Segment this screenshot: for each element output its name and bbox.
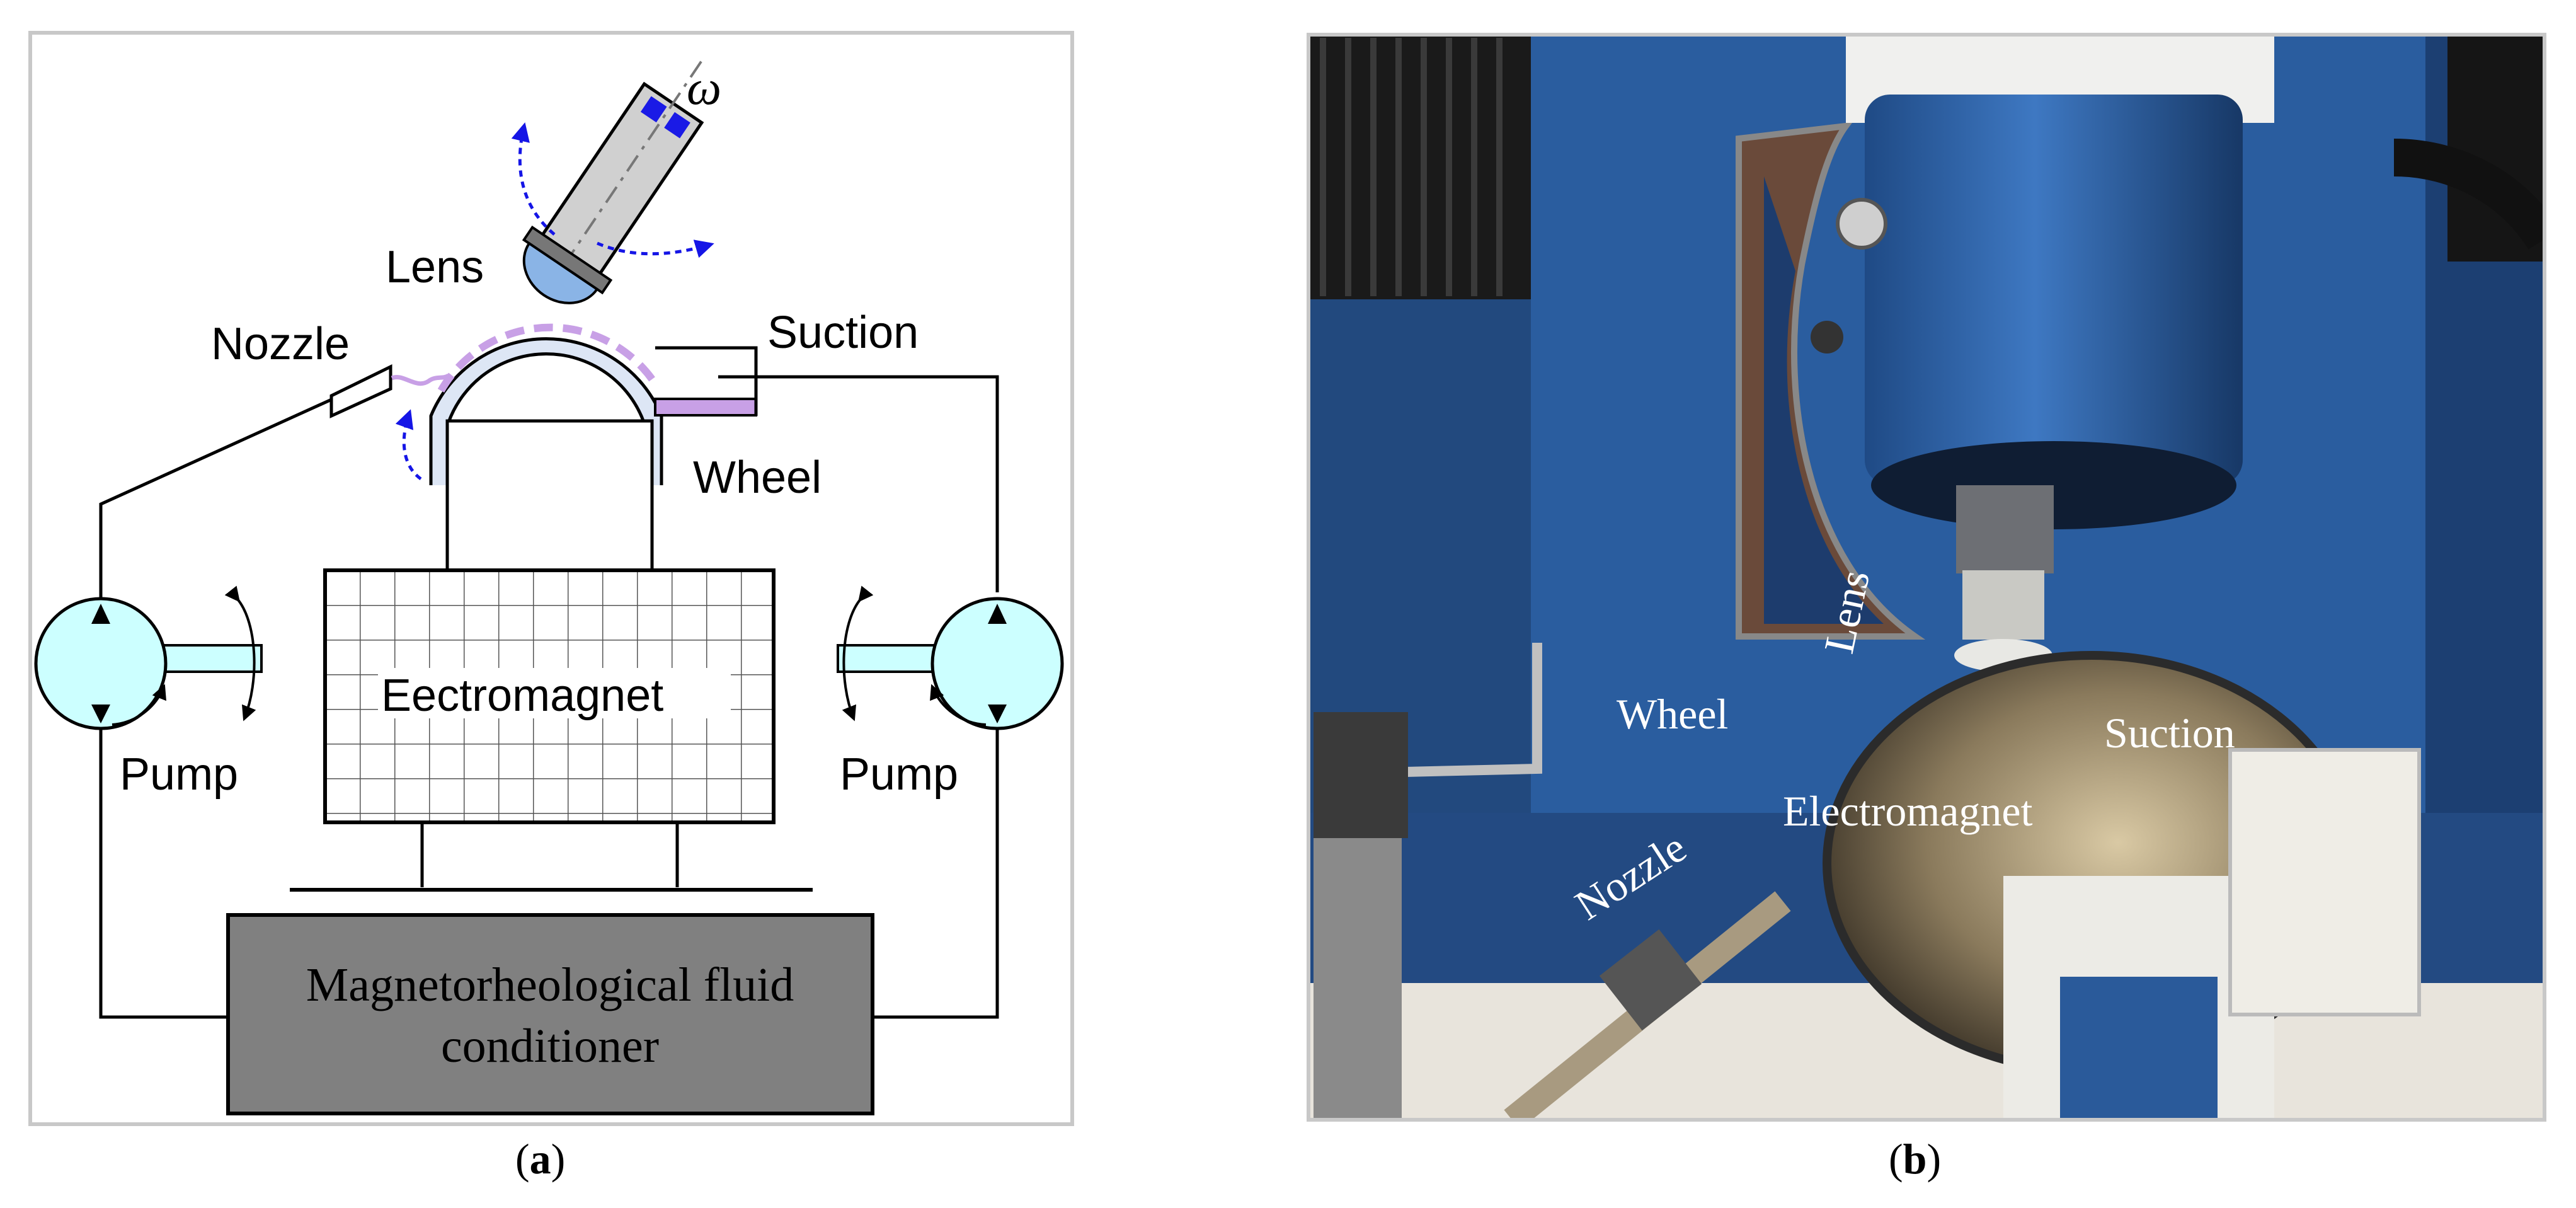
conditioner-label-line1: Magnetorheological fluid: [306, 958, 794, 1011]
pump-right-label: Pump: [840, 749, 958, 800]
photo-label-wheel: Wheel: [1617, 690, 1728, 738]
suction-pad: [654, 398, 757, 417]
wheel-label: Wheel: [693, 452, 821, 503]
panel-a-schematic: ω Lens Nozzle Suction Wheel Eectromagnet…: [28, 31, 1074, 1126]
photo-wheel-guard-inner: [1764, 176, 1884, 624]
electromagnet-label-bg: [378, 668, 731, 718]
fluid-ribbon-left: [391, 373, 450, 386]
pump-left: [34, 585, 263, 730]
lens-label: Lens: [386, 242, 484, 292]
photo-nozzle-clamp: [1599, 929, 1702, 1031]
nozzle-label: Nozzle: [211, 319, 350, 369]
photo-left-post: [1314, 838, 1402, 1120]
photo-spindle-nose: [1956, 485, 2054, 573]
right-feed-line: [873, 718, 999, 1019]
electromagnet-label: Eectromagnet: [381, 670, 663, 721]
conditioner-label-line2: conditioner: [441, 1020, 659, 1073]
photo-label-electromagnet: Electromagnet: [1783, 787, 2033, 835]
photo-label-suction: Suction: [2104, 709, 2235, 757]
pump-left-label: Pump: [120, 749, 238, 800]
wheel-rotation-arrow: [395, 409, 422, 481]
photo-suction-block: [2228, 748, 2421, 1016]
nozzle-shape: [329, 364, 392, 418]
panel-b-frame: [1307, 33, 2546, 1122]
caption-b: (b): [1889, 1135, 1942, 1183]
left-return-line: [99, 718, 228, 1019]
conditioner-box: [226, 913, 874, 1115]
lens-spindle: [522, 60, 704, 304]
caption-a: (a): [515, 1135, 566, 1183]
pump-right: [837, 585, 1064, 730]
rotation-arrow-left: [511, 122, 556, 236]
rotation-arrow-right: [597, 239, 714, 258]
photo-lens-holder: [1962, 570, 2044, 640]
photo-vent-slats: [1320, 38, 1503, 296]
suction-head: [655, 346, 758, 416]
suction-return-line: [718, 375, 999, 592]
suction-label: Suction: [767, 308, 919, 358]
photo-hose: [2393, 139, 2545, 250]
photo-probe-mount: [1314, 712, 1408, 838]
caption-b-letter: b: [1903, 1135, 1927, 1183]
photo-spindle-body: [1865, 95, 2243, 485]
photo-probe: [1404, 643, 1542, 777]
panel-b-photo: Lens Wheel Suction Electromagnet Nozzle: [1307, 33, 2546, 1122]
photo-bolt-1: [1836, 198, 1887, 250]
photo-motor: [2060, 977, 2218, 1120]
fluid-ribbon-on-wheel: [437, 323, 660, 393]
photo-bolt-2: [1811, 321, 1843, 354]
pole-piece: [445, 419, 654, 570]
caption-a-letter: a: [529, 1135, 551, 1183]
nozzle-feed-line: [99, 395, 338, 605]
omega-label: ω: [687, 60, 721, 115]
